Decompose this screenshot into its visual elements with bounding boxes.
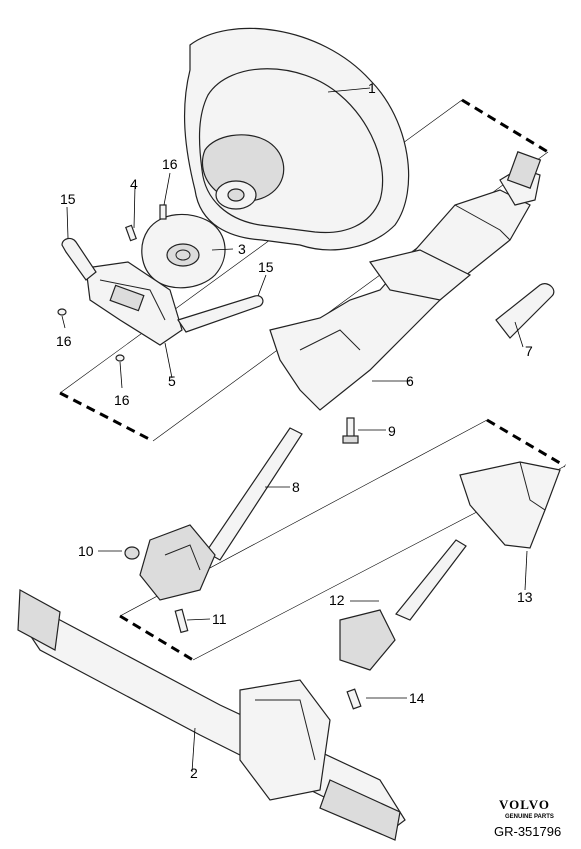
column-boot	[459, 461, 561, 549]
callout-15-right: 15	[258, 259, 274, 275]
callout-12: 12	[329, 592, 345, 608]
steering-switch-assembly	[85, 261, 183, 346]
callout-1: 1	[368, 80, 376, 96]
bolt-11	[174, 608, 189, 634]
nut-16-bottom	[115, 354, 125, 362]
callout-14: 14	[409, 690, 425, 706]
brand-tagline: GENUINE PARTS	[505, 814, 554, 820]
clock-spring-unit	[141, 213, 226, 289]
callout-10: 10	[78, 543, 94, 559]
nut-16-left	[57, 308, 67, 316]
bolt-9	[342, 417, 359, 444]
callout-8: 8	[292, 479, 300, 495]
callout-5: 5	[168, 373, 176, 389]
intermediate-shaft	[139, 427, 303, 601]
callout-2: 2	[190, 765, 198, 781]
adjustment-lever	[495, 283, 555, 339]
stalk-right	[177, 295, 264, 333]
callout-16-left: 16	[56, 333, 72, 349]
lower-shaft	[339, 539, 467, 671]
callout-4: 4	[130, 176, 138, 192]
callout-3: 3	[238, 241, 246, 257]
callout-15-left: 15	[60, 191, 76, 207]
callout-11: 11	[212, 611, 227, 627]
steering-rack	[17, 589, 406, 841]
screw-4	[125, 224, 137, 242]
brand-logo: VOLVO	[499, 797, 550, 812]
leader-lines	[61, 87, 528, 773]
callout-6: 6	[406, 373, 414, 389]
steering-wheel	[183, 27, 410, 251]
document-id: GR-351796	[494, 824, 561, 839]
screw-16-top	[159, 204, 167, 220]
callout-13: 13	[517, 589, 533, 605]
brand-block: VOLVO GENUINE PARTS GR-351796	[494, 797, 561, 839]
stalk-left	[61, 237, 97, 281]
nut-10	[124, 546, 140, 560]
bolt-14	[346, 688, 362, 710]
callout-16-bottom: 16	[114, 392, 130, 408]
callout-labels: 1 2 3 4 5 6 7 8 9 10 11 12 13 14 15 15 1…	[56, 80, 533, 781]
callout-7: 7	[525, 343, 533, 359]
callout-9: 9	[388, 423, 396, 439]
callout-16-top: 16	[162, 156, 178, 172]
steering-column	[269, 151, 542, 411]
